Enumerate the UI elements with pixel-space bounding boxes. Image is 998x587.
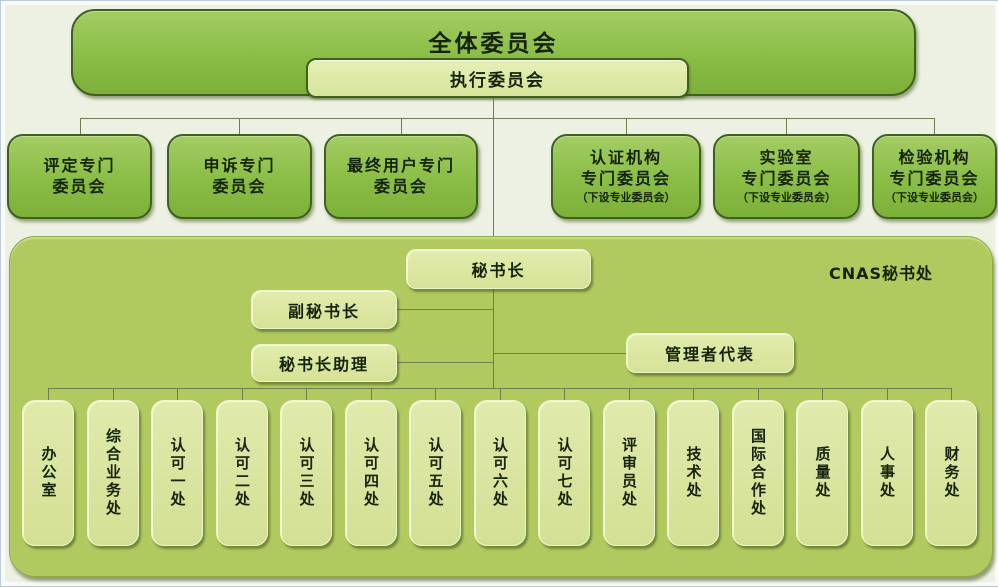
connector-line <box>177 388 178 401</box>
department-label: 评审员处 <box>620 437 638 509</box>
committee-box: 评定专门 委员会 <box>7 134 152 219</box>
department-label: 认可四处 <box>362 437 380 509</box>
committee-label-line2: 委员会 <box>373 176 428 196</box>
connector-line <box>887 388 888 401</box>
secretariat-title: CNAS秘书处 <box>829 264 934 283</box>
department-box: 认可六处 <box>473 400 526 546</box>
department-label: 质量处 <box>813 446 832 500</box>
connector-line <box>239 118 240 134</box>
department-label: 人事处 <box>878 446 896 500</box>
connector-line <box>80 118 81 134</box>
connector-line <box>306 388 307 401</box>
connector-line <box>951 388 952 401</box>
department-box: 认可五处 <box>409 400 461 546</box>
deputy-secretary-general-box: 副秘书长 <box>251 290 397 329</box>
committee-label-line2: 专门委员会 <box>889 168 980 188</box>
department-label: 认可五处 <box>426 437 445 509</box>
department-box: 综合业务处 <box>86 400 139 546</box>
connector-line <box>629 388 630 401</box>
department-box: 办公室 <box>22 400 74 546</box>
department-label: 认可一处 <box>168 437 187 509</box>
connector-line <box>934 118 935 134</box>
department-box: 认可七处 <box>538 400 590 546</box>
committee-box: 检验机构 专门委员会 （下设专业委员会） <box>872 134 997 219</box>
committee-label-line1: 检验机构 <box>898 148 971 168</box>
connector-line <box>786 118 787 134</box>
committee-box: 最终用户专门 委员会 <box>324 134 478 219</box>
management-representative-label: 管理者代表 <box>664 345 755 364</box>
connector-line <box>758 388 759 401</box>
committee-note: （下设专业委员会） <box>737 190 836 204</box>
department-box: 技术处 <box>667 400 719 546</box>
department-label: 办公室 <box>39 446 58 500</box>
committee-label-line1: 实验室 <box>759 148 814 168</box>
connector-line <box>500 388 501 401</box>
connector-line <box>493 353 626 354</box>
connector-line <box>693 388 694 401</box>
assistant-secretary-general-label: 秘书长助理 <box>278 355 369 374</box>
assistant-secretary-general-box: 秘书长助理 <box>251 344 397 382</box>
connector-line <box>397 309 493 310</box>
committee-note: （下设专业委员会） <box>576 190 676 204</box>
secretary-general-box: 秘书长 <box>406 249 591 289</box>
connector-line <box>626 118 627 134</box>
committee-label-line2: 专门委员会 <box>741 168 832 188</box>
executive-committee-box: 执行委员会 <box>306 58 689 98</box>
department-label: 财务处 <box>942 446 961 500</box>
department-box: 人事处 <box>860 400 913 546</box>
deputy-secretary-general-label: 副秘书长 <box>287 301 360 321</box>
department-box: 质量处 <box>796 400 848 546</box>
department-label: 国际合作处 <box>749 428 767 518</box>
department-box: 认可二处 <box>215 400 268 546</box>
committee-box: 实验室 专门委员会 （下设专业委员会） <box>713 134 860 219</box>
connector-line <box>397 362 493 363</box>
department-label: 认可三处 <box>297 437 316 509</box>
committee-label-line1: 申诉专门 <box>203 155 276 175</box>
committee-label-line1: 评定专门 <box>43 155 116 175</box>
department-box: 评审员处 <box>602 400 655 546</box>
committee-box: 申诉专门 委员会 <box>167 134 312 219</box>
connector-line <box>822 388 823 401</box>
committee-label-line1: 最终用户专门 <box>346 155 455 175</box>
connector-line <box>493 287 494 388</box>
department-label: 认可七处 <box>555 437 574 509</box>
connector-line <box>48 388 49 401</box>
connector-line <box>242 388 243 401</box>
executive-committee-label: 执行委员会 <box>450 70 545 91</box>
general-committee-label: 全体委员会 <box>428 31 559 57</box>
secretary-general-label: 秘书长 <box>471 261 526 280</box>
management-representative-box: 管理者代表 <box>626 333 794 373</box>
committee-note: （下设专业委员会） <box>885 190 984 204</box>
connector-line <box>435 388 436 401</box>
connector-line <box>493 98 494 251</box>
department-label: 技术处 <box>684 446 703 500</box>
connector-line <box>401 118 402 134</box>
connector-line <box>113 388 114 401</box>
committee-label-line2: 委员会 <box>52 176 107 196</box>
department-label: 认可六处 <box>491 437 509 509</box>
department-box: 认可一处 <box>151 400 203 546</box>
department-label: 综合业务处 <box>104 428 122 518</box>
committee-label-line1: 认证机构 <box>589 148 662 168</box>
department-box: 认可四处 <box>344 400 397 546</box>
committee-label-line2: 专门委员会 <box>580 168 671 188</box>
department-label: 认可二处 <box>233 437 251 509</box>
committee-box: 认证机构 专门委员会 （下设专业委员会） <box>551 134 701 219</box>
department-box: 财务处 <box>925 400 977 546</box>
department-box: 国际合作处 <box>731 400 784 546</box>
connector-line <box>371 388 372 401</box>
committee-label-line2: 委员会 <box>212 176 267 196</box>
connector-line <box>564 388 565 401</box>
connector-line <box>80 118 935 119</box>
department-box: 认可三处 <box>280 400 332 546</box>
